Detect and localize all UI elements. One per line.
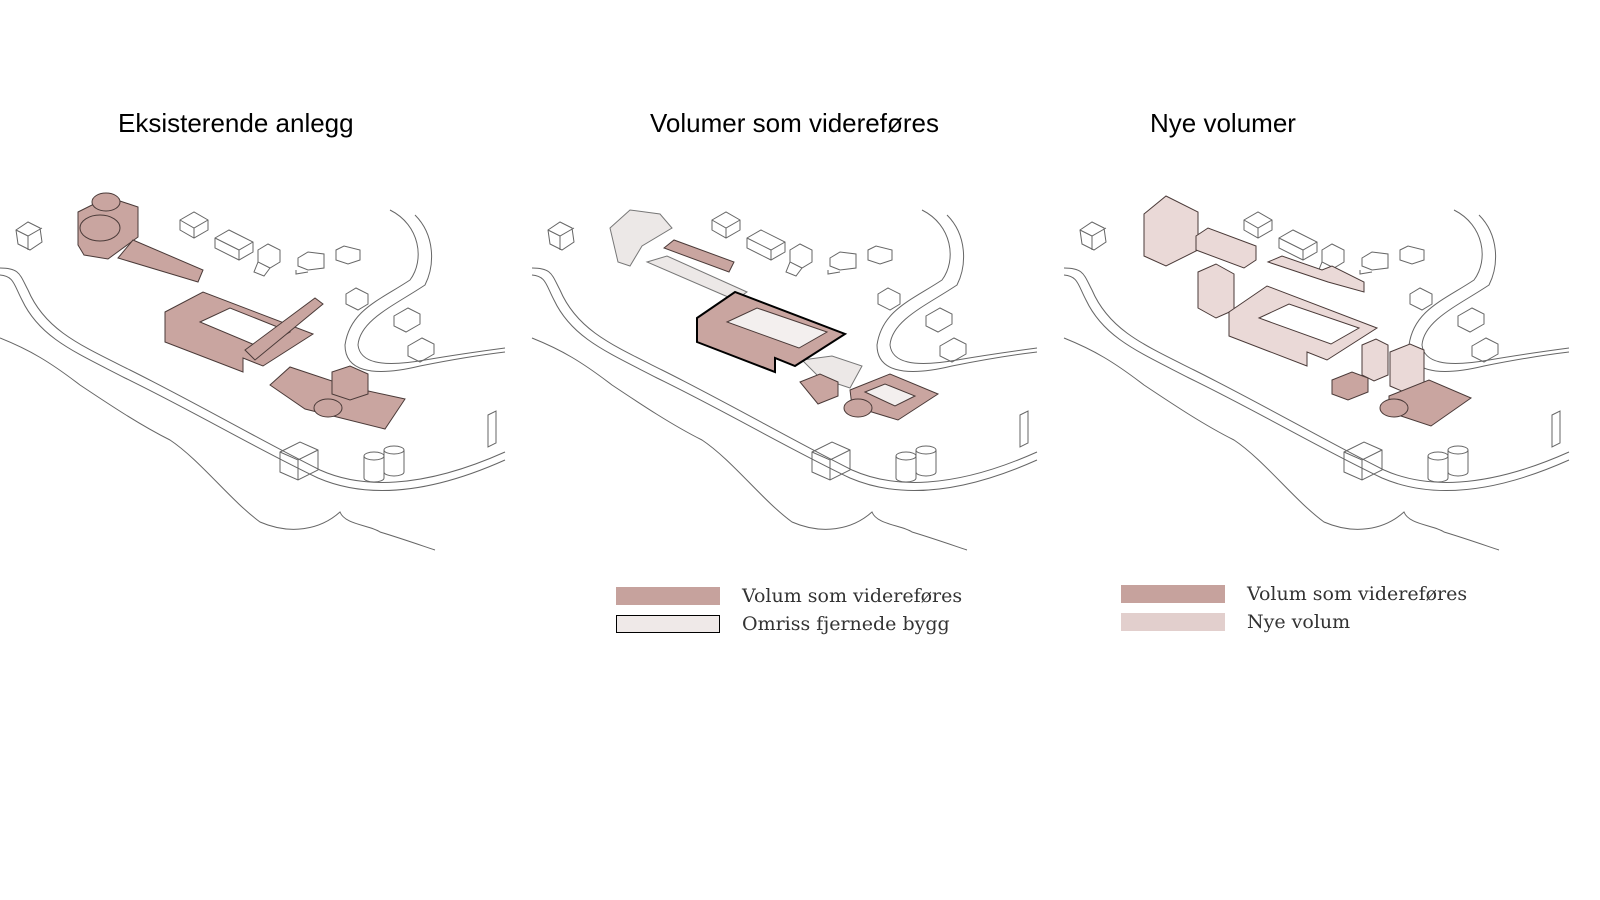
legend-retained: Volum som videreføres Omriss fjernede by… <box>616 582 962 638</box>
legend-swatch-retained <box>1121 585 1225 603</box>
legend-label: Nye volum <box>1247 611 1351 633</box>
legend-item: Volum som videreføres <box>1121 580 1467 608</box>
legend-swatch-removed <box>616 615 720 633</box>
legend-new: Volum som videreføres Nye volum <box>1121 580 1467 636</box>
panel-title-existing: Eksisterende anlegg <box>118 108 354 138</box>
legend-label: Volum som videreføres <box>1247 583 1468 605</box>
legend-swatch-new <box>1121 613 1225 631</box>
legend-swatch-retained <box>616 587 720 605</box>
legend-label: Volum som videreføres <box>742 585 963 607</box>
panel-title-retained: Volumer som videreføres <box>650 108 939 138</box>
panel-title-new: Nye volumer <box>1150 108 1296 138</box>
legend-item: Nye volum <box>1121 608 1467 636</box>
site-map-existing <box>0 192 506 551</box>
site-map-new <box>1063 195 1570 551</box>
legend-label: Omriss fjernede bygg <box>742 613 950 635</box>
legend-item: Volum som videreføres <box>616 582 962 610</box>
site-map-retained <box>531 209 1038 551</box>
legend-item: Omriss fjernede bygg <box>616 610 962 638</box>
